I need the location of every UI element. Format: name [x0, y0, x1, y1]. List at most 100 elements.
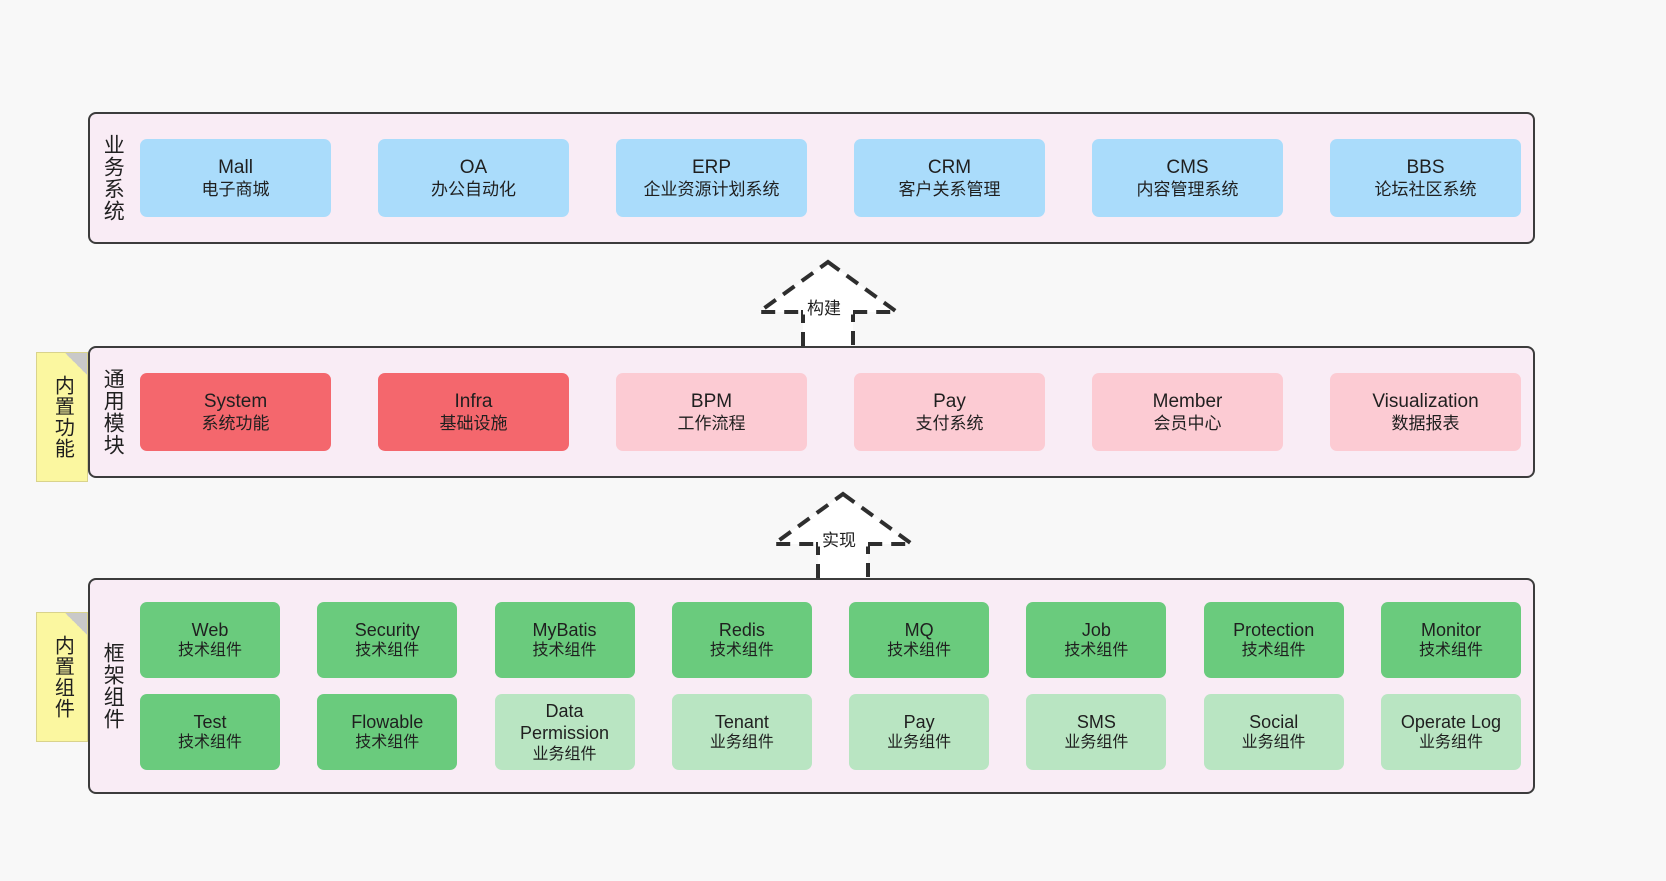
business-card-desc: 办公自动化 — [431, 180, 516, 200]
framework-card-desc: 技术组件 — [887, 642, 952, 660]
framework-card[interactable]: MQ 技术组件 — [849, 602, 990, 678]
note-builtin-component-label: 内置组件 — [51, 635, 74, 719]
framework-card-desc: 业务组件 — [532, 745, 597, 763]
module-card-name: System — [203, 390, 268, 412]
framework-card[interactable]: SMS 业务组件 — [1026, 694, 1167, 770]
business-card-desc: 企业资源计划系统 — [643, 180, 780, 200]
layer-modules-title: 通用模块 — [101, 368, 125, 456]
module-card-desc: 支付系统 — [915, 414, 984, 434]
framework-card-name: Redis — [718, 619, 765, 640]
framework-card[interactable]: Flowable 技术组件 — [317, 694, 458, 770]
connector-implement-label: 实现 — [822, 531, 856, 550]
note-fold-corner — [65, 613, 87, 635]
module-card-name: Visualization — [1372, 390, 1479, 412]
note-builtin-function-label: 内置功能 — [51, 375, 74, 459]
framework-card[interactable]: Tenant 业务组件 — [671, 694, 812, 770]
module-card-desc: 会员中心 — [1153, 414, 1222, 434]
note-fold-corner — [65, 353, 87, 375]
module-card-desc: 系统功能 — [201, 414, 270, 434]
framework-card[interactable]: Redis 技术组件 — [671, 602, 812, 678]
arrow-head-triangle — [767, 491, 919, 546]
business-card-desc: 客户关系管理 — [898, 180, 1001, 200]
business-card-name: CMS — [1166, 156, 1209, 178]
module-card-desc: 数据报表 — [1391, 414, 1460, 434]
framework-card-name: Monitor — [1420, 619, 1481, 640]
module-card-name: Member — [1152, 390, 1223, 412]
connector-build: 构建 — [752, 258, 904, 350]
framework-card-desc: 业务组件 — [887, 734, 952, 752]
framework-card-desc: 技术组件 — [709, 642, 774, 660]
framework-card-desc: 业务组件 — [1418, 734, 1483, 752]
layer-business-title: 业务系统 — [101, 134, 125, 222]
framework-card-name: Tenant — [714, 711, 769, 732]
module-card-name: BPM — [690, 390, 733, 412]
framework-card-name: MQ — [904, 619, 934, 640]
framework-card-desc: 技术组件 — [1418, 642, 1483, 660]
framework-card[interactable]: Social 业务组件 — [1203, 694, 1344, 770]
arrow-head-triangle — [752, 259, 904, 314]
business-card-name: ERP — [691, 156, 732, 178]
business-card-desc: 内容管理系统 — [1136, 180, 1239, 200]
framework-card-name: Social — [1249, 711, 1299, 732]
connector-build-label: 构建 — [807, 299, 841, 318]
framework-card[interactable]: Job 技术组件 — [1026, 602, 1167, 678]
framework-card-name: Operate Log — [1400, 711, 1501, 732]
framework-card-desc: 业务组件 — [709, 734, 774, 752]
business-card-name: OA — [459, 156, 488, 178]
business-card-name: CRM — [927, 156, 972, 178]
framework-card-name: Data Permission — [520, 700, 610, 744]
framework-card-name: SMS — [1076, 711, 1116, 732]
framework-card-desc: 技术组件 — [355, 734, 420, 752]
framework-card-desc: 技术组件 — [177, 734, 242, 752]
framework-card[interactable]: Test 技术组件 — [140, 694, 280, 770]
framework-card-name: Protection — [1233, 619, 1315, 640]
module-card-name: Pay — [933, 390, 966, 412]
framework-card-name: MyBatis — [532, 619, 597, 640]
framework-card-desc: 业务组件 — [1241, 734, 1306, 752]
business-card-desc: 论坛社区系统 — [1374, 180, 1477, 200]
framework-card-name: Flowable — [351, 711, 424, 732]
framework-card[interactable]: Monitor 技术组件 — [1380, 602, 1521, 678]
framework-card-name: Security — [354, 619, 420, 640]
framework-card-desc: 业务组件 — [1064, 734, 1129, 752]
framework-card-desc: 技术组件 — [177, 642, 242, 660]
framework-card[interactable]: Operate Log 业务组件 — [1380, 694, 1521, 770]
framework-card-name: Test — [193, 711, 227, 732]
business-card-name: BBS — [1406, 156, 1445, 178]
framework-card-desc: 技术组件 — [355, 642, 420, 660]
note-builtin-function: 内置功能 — [36, 352, 88, 482]
module-card-name: Infra — [454, 390, 493, 412]
layer-framework-title: 框架组件 — [101, 642, 125, 730]
connector-implement: 实现 — [767, 490, 919, 582]
framework-card-desc: 技术组件 — [1064, 642, 1129, 660]
framework-card[interactable]: Security 技术组件 — [317, 602, 458, 678]
business-card-desc: 电子商城 — [201, 180, 270, 200]
module-card-desc: 工作流程 — [677, 414, 746, 434]
framework-card-name: Job — [1081, 619, 1111, 640]
